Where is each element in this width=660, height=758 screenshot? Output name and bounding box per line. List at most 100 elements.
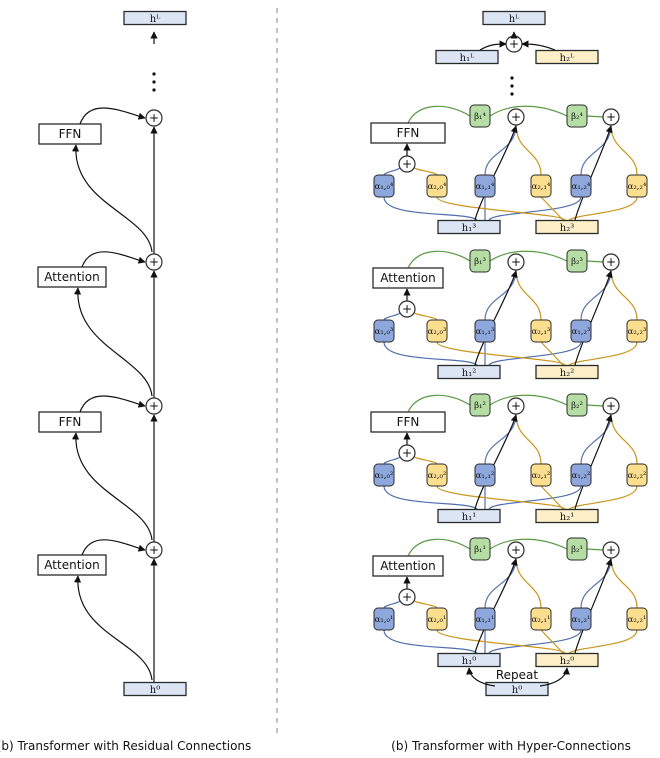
left-plus-1 <box>145 253 163 271</box>
right-alpha-to-h-f-0 <box>568 196 638 221</box>
right-alpha-2-4 <box>570 463 592 487</box>
right-plus-a-2-sign: + <box>511 399 521 413</box>
right-h2-to-plus-0 <box>574 125 613 221</box>
right-alpha-0-5-label: α₂,₂⁴ <box>628 182 647 192</box>
right-h2-1-label: h₂² <box>560 368 574 379</box>
right-alpha-to-h-c-2 <box>488 485 582 510</box>
right-alpha1-to-plus-2 <box>413 455 438 465</box>
right-beta-line-a-2 <box>407 394 471 413</box>
repeat-arrow-left <box>466 667 496 687</box>
right-beta-line-b-2 <box>489 394 568 406</box>
right-beta-line-c-1 <box>586 260 604 263</box>
left-block-1-label: Attention <box>44 270 99 284</box>
right-plus-a-0-sign: + <box>511 110 521 124</box>
right-h2-2-label: h₂¹ <box>560 512 574 523</box>
right-h-bottom <box>485 681 549 697</box>
right-alpha-3-3 <box>530 607 552 631</box>
right-beta-1-1-label: β₁³ <box>474 257 486 267</box>
right-beta-line-a-0 <box>407 105 471 124</box>
right-yellow-down-b-0 <box>610 124 638 176</box>
right-alpha-3-5 <box>626 607 648 631</box>
right-yellow-down-a-0 <box>515 124 542 176</box>
right-beta-line-c-2 <box>586 404 604 407</box>
left-h-top <box>123 10 187 26</box>
right-h-top-label: hᴸ <box>509 14 520 25</box>
right-alpha-0-2-label: α₁,₁⁴ <box>476 182 495 192</box>
right-top-h2 <box>535 49 599 65</box>
right-beta-line-b-3 <box>489 538 568 550</box>
right-alpha-1-5-label: α₂,₂³ <box>628 327 647 337</box>
right-beta-line-c-0 <box>586 115 604 118</box>
right-alpha-to-h-d-0 <box>436 196 566 221</box>
right-plus-b-1 <box>602 253 620 271</box>
right-h1-1 <box>437 364 501 380</box>
right-h1-0-label: h₁³ <box>462 223 476 234</box>
right-alpha-3-1 <box>426 607 448 631</box>
right-h1-to-plus-3 <box>474 558 518 654</box>
right-plus-b-3-sign: + <box>606 543 616 557</box>
left-ellipsis-dot-1 <box>152 80 156 84</box>
right-alpha-3-4-label: α₁,₂¹ <box>572 615 591 625</box>
right-alpha-to-h-d-1 <box>436 341 566 366</box>
right-alpha-2-3 <box>530 463 552 487</box>
right-alpha-1-2 <box>474 319 496 343</box>
right-h1-1-label: h₁² <box>462 368 476 379</box>
right-h1-0 <box>437 219 501 235</box>
right-alpha1-to-plus-1 <box>413 311 438 321</box>
right-beta-2-0 <box>566 104 588 128</box>
right-plus-a-2 <box>507 397 525 415</box>
right-beta-line-a-3 <box>407 538 471 557</box>
right-h2-0-label: h₂³ <box>560 223 574 234</box>
right-block-0 <box>370 122 446 144</box>
right-alpha-0-1-label: α₂,₀⁴ <box>428 182 447 192</box>
right-yellow-down-b-2 <box>610 413 638 465</box>
left-plus-0-sign: + <box>149 111 159 125</box>
right-alpha-2-5-label: α₂,₂² <box>628 471 647 481</box>
right-alpha-to-h-f-3 <box>568 629 638 654</box>
right-alpha-to-h-c-0 <box>488 196 582 221</box>
right-plus-b-2 <box>602 397 620 415</box>
right-beta-line-a-1 <box>407 250 471 269</box>
right-alpha-2-4-label: α₁,₂² <box>572 471 591 481</box>
left-branch-in-1 <box>73 287 153 397</box>
left-plus-3-sign: + <box>149 543 159 557</box>
right-caption: (b) Transformer with Hyper-Connections <box>391 739 631 753</box>
left-block-3-label: Attention <box>44 558 99 572</box>
right-yellow-down-b-3 <box>610 557 638 609</box>
right-beta-1-3 <box>469 537 491 561</box>
left-ellipsis-dot-2 <box>152 88 156 92</box>
right-h1-to-plus-0 <box>474 125 518 221</box>
right-alpha-to-h-c-1 <box>488 341 582 366</box>
right-plus-a-1 <box>507 253 525 271</box>
left-branch-out-3 <box>81 539 146 556</box>
right-block-plus-1 <box>398 300 416 318</box>
right-alpha-2-5 <box>626 463 648 487</box>
right-block-0-label: FFN <box>397 126 420 140</box>
right-ellipsis-dot-0 <box>510 76 514 80</box>
right-blue-down-b-3 <box>580 557 612 609</box>
right-alpha1-to-plus-0 <box>413 166 438 176</box>
right-alpha-to-h-d-3 <box>436 629 566 654</box>
right-beta-1-2-label: β₁² <box>474 401 486 411</box>
right-alpha-0-3-label: α₂,₁⁴ <box>532 182 551 192</box>
right-alpha-3-0-label: α₁,₀¹ <box>375 615 394 625</box>
right-beta-1-2 <box>469 393 491 417</box>
right-block-plus-0-sign: + <box>402 157 412 171</box>
right-blue-down-a-3 <box>484 557 517 609</box>
right-alpha-0-5 <box>626 174 648 198</box>
repeat-arrow-right <box>539 667 570 687</box>
right-blue-down-b-0 <box>580 124 612 176</box>
right-alpha1-to-plus-3 <box>413 599 438 609</box>
right-alpha-2-3-label: α₂,₁² <box>532 471 551 481</box>
right-alpha-0-1 <box>426 174 448 198</box>
right-ellipsis-dot-2 <box>510 92 514 96</box>
right-alpha-to-h-a-1 <box>383 341 478 366</box>
right-beta-2-0-label: β₂⁴ <box>571 112 583 122</box>
right-alpha-2-1 <box>426 463 448 487</box>
right-alpha-3-3-label: α₂,₁¹ <box>532 615 551 625</box>
right-block-3 <box>372 555 444 577</box>
left-plus-2 <box>145 397 163 415</box>
right-alpha-1-4-label: α₁,₂³ <box>572 327 591 337</box>
right-alpha0-to-plus-0 <box>383 166 401 176</box>
